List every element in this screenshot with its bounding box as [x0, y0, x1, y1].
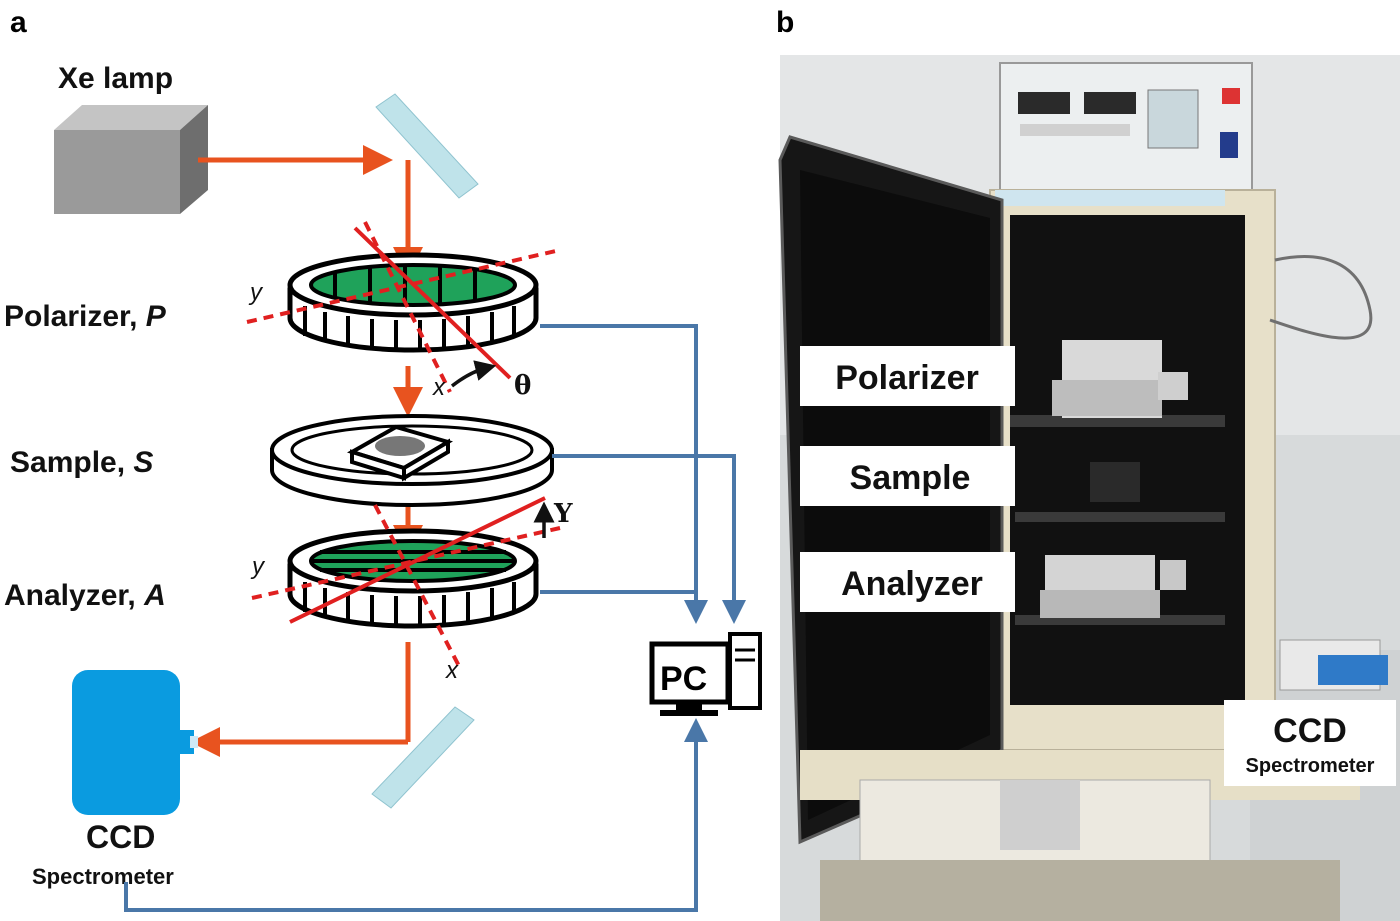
polarizer-label-text: Polarizer,	[4, 300, 146, 333]
sample-symbol: S	[133, 446, 153, 479]
analyzer-y-axis-label: y	[250, 553, 266, 580]
sample-label: Sample, S	[10, 446, 153, 479]
polarizer-label: Polarizer, P	[4, 300, 167, 333]
panel-a-letter: a	[10, 6, 27, 39]
light-beam	[190, 145, 423, 757]
analyzer-label-text: Analyzer,	[4, 579, 144, 612]
analyzer-label: Analyzer, A	[4, 579, 166, 612]
polarizer-x-axis-label: x	[432, 374, 446, 401]
polarizer-symbol: P	[146, 300, 167, 333]
panel-a: a Xe lamp	[4, 6, 762, 912]
analyzer-symbol: A	[143, 579, 166, 612]
theta-arrow	[450, 360, 497, 388]
polarizer-element	[287, 252, 539, 353]
ccd-spectrometer	[72, 670, 198, 815]
photo-ccd-text: CCD	[1273, 712, 1347, 750]
analyzer-x-axis-label: x	[445, 657, 459, 684]
photo-sample-text: Sample	[850, 459, 971, 497]
sample-label-text: Sample,	[10, 446, 133, 479]
signal-lines	[124, 324, 746, 912]
photo-label-polarizer: Polarizer	[800, 346, 1015, 406]
pc-label: PC	[660, 660, 707, 698]
photo-ccd-subtext: Spectrometer	[1246, 755, 1375, 777]
ccd-label: CCD	[86, 819, 155, 855]
photo-analyzer-text: Analyzer	[841, 565, 983, 603]
analyzer-axes	[251, 496, 561, 669]
sample-element	[270, 414, 554, 507]
photo-label-ccd: CCD Spectrometer	[1224, 700, 1396, 786]
ccd-sublabel: Spectrometer	[32, 864, 174, 889]
psi-label: Y	[553, 499, 573, 529]
pc-icon	[649, 632, 762, 716]
photo-label-sample: Sample	[800, 446, 1015, 506]
photo-polarizer-text: Polarizer	[835, 359, 979, 397]
analyzer-element	[287, 528, 539, 629]
panel-b-letter: b	[776, 6, 794, 39]
xe-lamp-label: Xe lamp	[58, 62, 173, 95]
panel-b: b	[776, 6, 1400, 921]
polarizer-y-axis-label: y	[248, 279, 264, 306]
xe-lamp	[54, 105, 208, 214]
polarizer-axes	[246, 221, 561, 393]
photo-label-analyzer: Analyzer	[800, 552, 1015, 612]
bottom-mirror	[371, 706, 475, 809]
theta-label: θ	[514, 371, 531, 401]
top-mirror	[375, 93, 479, 199]
